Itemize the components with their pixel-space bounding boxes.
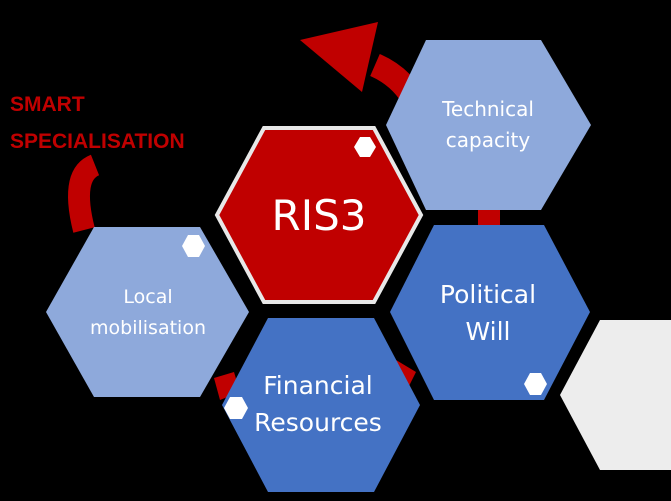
top-arrow-head	[300, 22, 378, 92]
financial-label-line1: Financial	[263, 371, 372, 400]
political-label-line1: Political	[440, 280, 536, 309]
grey-partial-hexagon	[560, 320, 671, 470]
financial-label-line2: Resources	[254, 408, 382, 437]
left-arc-connector	[68, 154, 101, 233]
small-hex-marker-local	[182, 235, 205, 257]
caption-line2: SPECIALISATION	[10, 130, 185, 153]
hex-political-will	[390, 225, 590, 400]
technical-label-line1: Technical	[441, 97, 534, 121]
technical-label-line2: capacity	[446, 128, 531, 152]
caption-line1: SMART	[10, 93, 85, 116]
local-label-line2: mobilisation	[90, 317, 206, 339]
ris3-label: RIS3	[272, 191, 367, 240]
hex-ris3	[214, 126, 424, 304]
hex-local-mobilisation	[46, 227, 249, 397]
political-label-line2: Will	[465, 317, 510, 346]
small-hex-marker-financial	[224, 397, 248, 419]
hex-financial-resources	[222, 318, 420, 492]
local-label-line1: Local	[123, 286, 172, 308]
small-hex-marker-ris3	[354, 137, 376, 157]
hex-technical-capacity	[386, 40, 591, 210]
small-hex-marker-political	[524, 373, 547, 395]
